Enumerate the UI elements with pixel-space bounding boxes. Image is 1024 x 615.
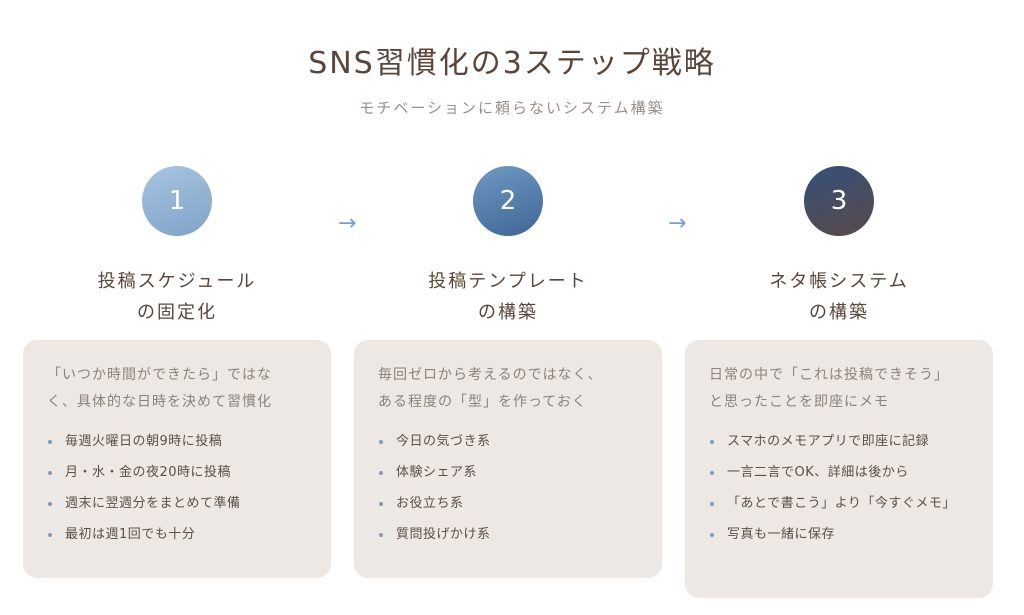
step-intro: 「いつか時間ができたら」ではな く、具体的な日時を決めて習慣化 xyxy=(47,362,311,416)
step-intro-line: 日常の中で「これは投稿できそう」 xyxy=(709,367,949,383)
step-number-circle: 3 xyxy=(804,166,874,236)
step-intro-line: 毎回ゼロから考えるのではなく、 xyxy=(378,367,603,383)
step-title-line: の固定化 xyxy=(137,302,217,323)
step-title-line: の構築 xyxy=(478,302,538,323)
list-item: お役立ち系 xyxy=(376,492,646,515)
step-column-1: 1 投稿スケジュール の固定化 「いつか時間ができたら」ではな く、具体的な日時… xyxy=(23,0,331,615)
step-intro: 日常の中で「これは投稿できそう」 と思ったことを即座にメモ xyxy=(709,362,973,416)
step-bullet-list: 今日の気づき系 体験シェア系 お役立ち系 質問投げかけ系 xyxy=(376,430,646,554)
list-item: 週末に翌週分をまとめて準備 xyxy=(45,492,315,515)
list-item: 体験シェア系 xyxy=(376,461,646,484)
page-subtitle: モチベーションに頼らないシステム構築 xyxy=(359,99,665,117)
list-item: スマホのメモアプリで即座に記録 xyxy=(707,430,977,453)
page-title: SNS習慣化の3ステップ戦略 xyxy=(308,46,716,81)
step-title-line: ネタ帳システム xyxy=(769,271,909,292)
step-column-2: 2 投稿テンプレート の構築 毎回ゼロから考えるのではなく、 ある程度の「型」を… xyxy=(354,0,662,615)
step-intro-line: と思ったことを即座にメモ xyxy=(709,394,889,410)
step-card: 毎回ゼロから考えるのではなく、 ある程度の「型」を作っておく 今日の気づき系 体… xyxy=(354,340,662,578)
list-item: 写真も一緒に保存 xyxy=(707,523,977,546)
step-title: ネタ帳システム の構築 xyxy=(685,266,993,328)
list-item: 今日の気づき系 xyxy=(376,430,646,453)
list-item: 「あとで書こう」より「今すぐメモ」 xyxy=(707,492,977,515)
step-title: 投稿テンプレート の構築 xyxy=(354,266,662,328)
step-intro: 毎回ゼロから考えるのではなく、 ある程度の「型」を作っておく xyxy=(378,362,642,416)
step-intro-line: く、具体的な日時を決めて習慣化 xyxy=(47,394,272,410)
list-item: 月・水・金の夜20時に投稿 xyxy=(45,461,315,484)
step-title-line: 投稿テンプレート xyxy=(428,271,588,292)
step-bullet-list: スマホのメモアプリで即座に記録 一言二言でOK、詳細は後から 「あとで書こう」よ… xyxy=(707,430,977,554)
arrow-right-icon: → xyxy=(338,211,357,236)
step-intro-line: 「いつか時間ができたら」ではな xyxy=(47,367,272,383)
list-item: 一言二言でOK、詳細は後から xyxy=(707,461,977,484)
step-column-3: 3 ネタ帳システム の構築 日常の中で「これは投稿できそう」 と思ったことを即座… xyxy=(685,0,993,615)
list-item: 質問投げかけ系 xyxy=(376,523,646,546)
list-item: 最初は週1回でも十分 xyxy=(45,523,315,546)
step-intro-line: ある程度の「型」を作っておく xyxy=(378,394,587,410)
step-bullet-list: 毎週火曜日の朝9時に投稿 月・水・金の夜20時に投稿 週末に翌週分をまとめて準備… xyxy=(45,430,315,554)
step-number-circle: 1 xyxy=(142,166,212,236)
step-title-line: 投稿スケジュール xyxy=(97,271,257,292)
list-item: 毎週火曜日の朝9時に投稿 xyxy=(45,430,315,453)
step-title-line: の構築 xyxy=(809,302,869,323)
step-number-circle: 2 xyxy=(473,166,543,236)
step-card: 日常の中で「これは投稿できそう」 と思ったことを即座にメモ スマホのメモアプリで… xyxy=(685,340,993,598)
step-card: 「いつか時間ができたら」ではな く、具体的な日時を決めて習慣化 毎週火曜日の朝9… xyxy=(23,340,331,578)
step-title: 投稿スケジュール の固定化 xyxy=(23,266,331,328)
arrow-right-icon: → xyxy=(668,211,687,236)
